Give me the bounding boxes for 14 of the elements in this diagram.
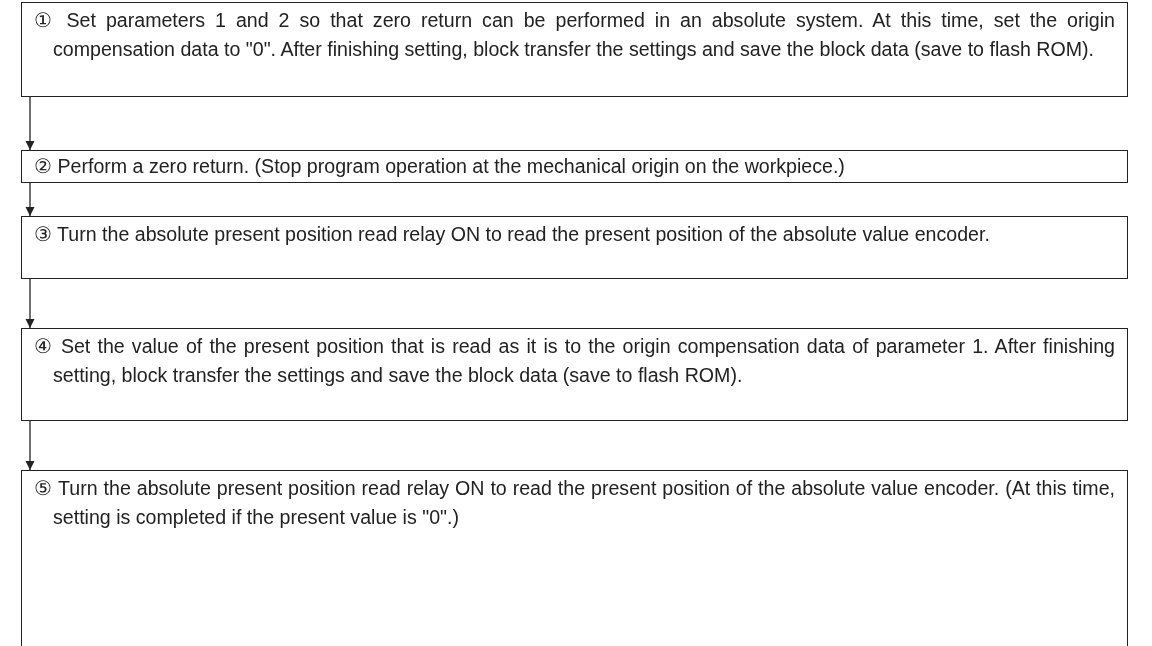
arrow [25,182,35,217]
step-text: ③ Turn the absolute present position read relay ON to read the present position of the absolute value encoder. [34,222,991,247]
process-box [21,2,1128,97]
step-text: ② Perform a zero return. (Stop program operation at the mechanical origin on the workpiece.) [34,154,846,179]
step-text: ④ Set the value of the present position that is read as it is to the origin compensation data of parameter 1. After finishing setting, block transfer the settings and save the block data (save to flash ROM). [34,334,1115,388]
step-text: ① Set parameters 1 and 2 so that zero return can be performed in an absolute system. At this time, set the origin compensation data to "0". After finishing setting, block transfer the settings and save the block data (save to flash ROM). [34,8,1115,62]
process-box [21,216,1128,279]
arrow [25,278,35,329]
arrow [25,96,35,151]
process-box [21,470,1128,646]
arrow [25,420,35,471]
step-text: ⑤ Turn the absolute present position read relay ON to read the present position of the absolute value encoder. (At this time, setting is completed if the present value is "0".) [34,476,1115,530]
process-box [21,328,1128,421]
process-box [21,150,1128,183]
